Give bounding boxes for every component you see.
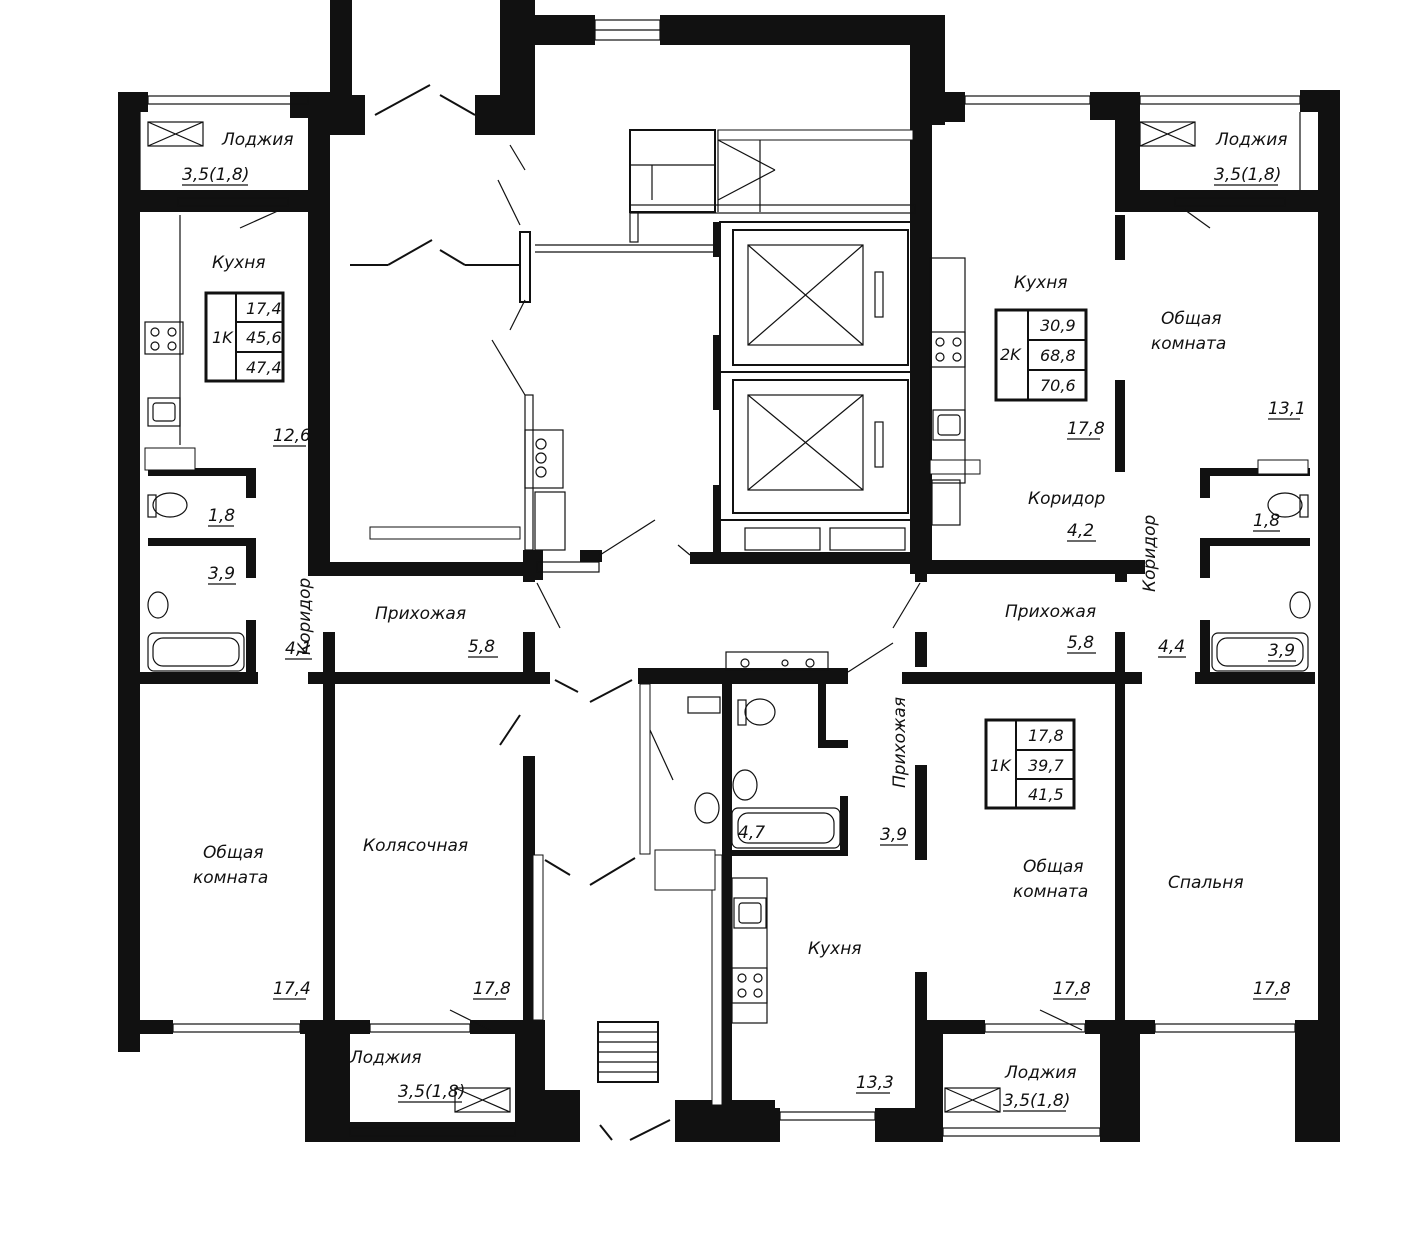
total-area: 39,7 (1028, 756, 1064, 775)
room-area: 3,9 (1268, 641, 1295, 661)
stove-icon (929, 331, 966, 368)
doors (239, 84, 1211, 1141)
room-name: Общая (1161, 309, 1222, 329)
room-name: Коридор (295, 578, 315, 655)
stove-icon (731, 967, 768, 1004)
total-area-loggia: 70,6 (1040, 376, 1076, 395)
total-area: 68,8 (1040, 346, 1076, 365)
total-area: 45,6 (246, 328, 282, 347)
washbasin-icon (732, 769, 758, 801)
sink-icon (733, 897, 767, 929)
room-name: Лоджия (1215, 130, 1288, 150)
total-area-loggia: 47,4 (246, 358, 282, 377)
room-area: 17,8 (1067, 419, 1105, 439)
apartment-box-1k-right: 1K 17,8 39,7 41,5 (984, 718, 1076, 810)
room-area: 3,5(1,8) (398, 1082, 465, 1102)
toilet-icon (744, 698, 776, 726)
wall-right-exterior (1318, 90, 1340, 1142)
room-area: 17,4 (273, 979, 311, 999)
vent-boxes (147, 121, 1196, 1113)
elevators (713, 221, 916, 555)
stairs (519, 129, 916, 1083)
room-name: Коридор (1028, 489, 1105, 509)
living-area: 17,8 (1028, 726, 1064, 745)
room-area: 3,5(1,8) (1003, 1091, 1070, 1111)
total-area-loggia: 41,5 (1028, 785, 1064, 804)
stove-icon (144, 321, 184, 355)
room-area: 4,7 (738, 823, 765, 843)
bathtub-icon (147, 632, 245, 672)
sink-icon (932, 409, 966, 441)
windows (139, 19, 1301, 1137)
room-area: 1,8 (208, 506, 235, 526)
living-area: 17,4 (246, 299, 282, 318)
room-area: 5,8 (468, 637, 495, 657)
room-area: 1,8 (1253, 511, 1280, 531)
room-area: 4,1 (285, 639, 312, 659)
toilet-icon (1267, 492, 1303, 518)
room-name: Прихожая (1005, 602, 1096, 622)
room-name: Лоджия (349, 1048, 422, 1068)
room-name: Кухня (1014, 273, 1068, 293)
washbasin-icon (147, 591, 169, 619)
living-area: 30,9 (1040, 316, 1076, 335)
room-area: 3,5(1,8) (182, 165, 249, 185)
room-name: Спальня (1168, 873, 1244, 893)
room-name: Лоджия (1004, 1063, 1077, 1083)
room-name: Кухня (808, 939, 862, 959)
room-name: комната (193, 868, 268, 888)
fixtures (144, 215, 1311, 1024)
room-name: Прихожая (375, 604, 466, 624)
apartment-type: 1K (212, 328, 234, 347)
washbasin-icon (1289, 591, 1311, 619)
room-name: Общая (203, 843, 264, 863)
hatched-walls (144, 447, 1309, 1106)
apartment-box-2k: 2K 30,9 68,8 70,6 (994, 308, 1088, 402)
apartment-type: 1K (990, 756, 1012, 775)
room-name: Коридор (1140, 515, 1160, 592)
room-name: Лоджия (221, 130, 294, 150)
room-area: 3,5(1,8) (1214, 165, 1281, 185)
walls (118, 0, 1340, 1142)
room-area: 17,8 (1053, 979, 1091, 999)
room-name: Общая (1023, 857, 1084, 877)
room-area: 3,9 (208, 564, 235, 584)
room-area: 3,9 (880, 825, 907, 845)
bathtub-icon (1211, 632, 1309, 672)
wall-left-exterior (118, 92, 140, 1052)
room-name: комната (1151, 334, 1226, 354)
toilet-icon (152, 492, 188, 518)
room-name: комната (1013, 882, 1088, 902)
room-name: Кухня (212, 253, 266, 273)
room-area: 13,3 (856, 1073, 894, 1093)
room-area: 4,4 (1158, 637, 1185, 657)
room-area: 17,8 (1253, 979, 1291, 999)
room-area: 13,1 (1268, 399, 1306, 419)
room-name: Прихожая (890, 697, 910, 788)
room-area: 12,6 (273, 426, 311, 446)
apartment-box-1k-left: 1K 17,4 45,6 47,4 (204, 291, 285, 383)
room-area: 4,2 (1067, 521, 1094, 541)
room-labels: Лоджия 3,5(1,8) Кухня 12,6 1,8 3,9 Корид… (182, 130, 1306, 1112)
room-name: Колясочная (363, 836, 468, 856)
room-area: 5,8 (1067, 633, 1094, 653)
apartment-type: 2K (1000, 345, 1022, 364)
room-area: 17,8 (473, 979, 511, 999)
